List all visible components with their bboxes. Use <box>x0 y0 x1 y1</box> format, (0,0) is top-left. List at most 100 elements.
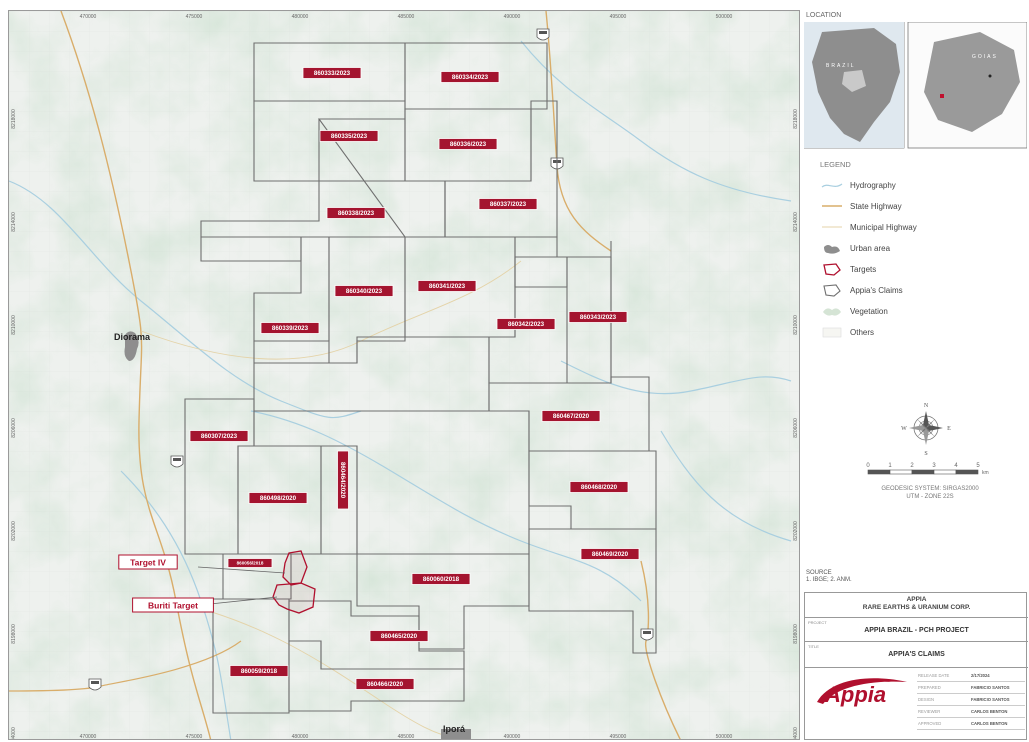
scale-tick-label: 1 <box>888 463 892 469</box>
x-coordinate-top: 475000 <box>186 14 203 20</box>
claim-label[interactable]: 860334/2023 <box>440 71 500 83</box>
x-coordinate-bottom: 480000 <box>292 734 309 740</box>
claim-label[interactable]: 860335/2023 <box>319 130 379 142</box>
field-value: FABRICIO SANTOS <box>971 685 1010 690</box>
goias-label: GOIAS <box>972 54 998 60</box>
x-coordinate-bottom: 500000 <box>716 734 733 740</box>
field-key: REVIEWER <box>918 709 941 714</box>
location-panel: LOCATION BRAZIL GOIAS <box>804 10 1027 160</box>
claim-boundaries[interactable] <box>184 42 657 714</box>
highway-shield-3 <box>170 455 184 468</box>
claim-label[interactable]: 860498/2020 <box>248 492 308 504</box>
location-title: LOCATION <box>806 12 842 19</box>
claim-label[interactable]: 860339/2023 <box>260 322 320 334</box>
scale-segment <box>889 469 913 475</box>
claim-label-text: 860337/2023 <box>490 201 527 208</box>
x-coordinate-top: 485000 <box>398 14 415 20</box>
claim-label[interactable]: 860469/2020 <box>580 548 640 560</box>
y-coordinate-left: 8198000 <box>11 624 17 644</box>
y-coordinate-left: 8206000 <box>11 418 17 438</box>
source-panel: SOURCE 1. IBGE; 2. ANM. <box>806 570 1026 592</box>
project-name: APPIA BRAZIL - PCH PROJECT <box>864 627 969 634</box>
legend-item-urban: Urban area <box>820 239 890 257</box>
legend-label: Vegetation <box>850 306 888 316</box>
compass-s: S <box>924 451 927 457</box>
claim-label[interactable]: 860340/2023 <box>334 285 394 297</box>
x-coordinate-top: 490000 <box>504 14 521 20</box>
claim-label[interactable]: 860056/2018 <box>227 558 273 568</box>
legend-item-vegetation: Vegetation <box>820 302 888 320</box>
claim-label[interactable]: 860333/2023 <box>302 67 362 79</box>
company-line-1: APPIA <box>906 596 927 603</box>
claim-label-text: 860060/2018 <box>423 576 460 583</box>
vegetation-icon <box>820 304 844 318</box>
target-label[interactable]: Buriti Target <box>132 597 214 613</box>
urban-area-ipora <box>441 729 471 739</box>
scale-unit: km <box>982 470 989 476</box>
claim-860334-2023[interactable] <box>404 42 548 110</box>
field-value: CARLOS BENTON <box>971 709 1008 714</box>
town-label: Diorama <box>114 332 151 342</box>
y-coordinate-right: 8206000 <box>793 418 799 438</box>
claim-labels: 860333/2023 860334/2023 860335/2023 860336/… <box>189 67 640 690</box>
inset-goias-region <box>924 32 1020 132</box>
legend-item-muni-hwy: Municipal Highway <box>820 218 917 236</box>
legend-item-hydro: Hydrography <box>820 176 896 194</box>
claim-label[interactable]: 860336/2023 <box>438 138 498 150</box>
coordinate-labels: 4700004700004750004750004800004800004850… <box>11 14 799 740</box>
claim-label-text: 860498/2020 <box>260 495 297 502</box>
claim-label[interactable]: 860343/2023 <box>568 311 628 323</box>
target-polygons[interactable] <box>272 550 316 614</box>
claim-label-text: 860335/2023 <box>331 133 368 140</box>
target-label-text: Target IV <box>130 558 166 568</box>
claim-860469-2020[interactable] <box>528 528 657 654</box>
compass-w: W <box>901 426 907 432</box>
main-map-canvas[interactable]: 860333/2023 860334/2023 860335/2023 860336/… <box>9 11 800 740</box>
claim-label[interactable]: 860341/2023 <box>417 280 477 292</box>
x-coordinate-bottom: 485000 <box>398 734 415 740</box>
claim-label[interactable]: 860465/2020 <box>369 630 429 642</box>
river-6 <box>660 430 792 542</box>
field-value: CARLOS BENTON <box>971 721 1008 726</box>
x-coordinate-top: 495000 <box>610 14 627 20</box>
claim-label[interactable]: 860059/2018 <box>229 665 289 677</box>
claim-label[interactable]: 860060/2018 <box>411 573 471 585</box>
claim-860466-2020[interactable] <box>288 640 465 712</box>
claim-860060-2018[interactable] <box>356 553 530 650</box>
compass-rose-icon <box>909 411 943 445</box>
scale-segment <box>933 469 957 475</box>
claim-label-text: 860056/2018 <box>237 561 264 566</box>
y-coordinate-left: 8210000 <box>11 315 17 335</box>
claim-860056-2018[interactable] <box>222 553 292 600</box>
main-map[interactable]: 860333/2023 860334/2023 860335/2023 860336/… <box>8 10 800 740</box>
claim-label[interactable]: 860468/2020 <box>569 481 629 493</box>
inset-project-marker <box>940 94 944 98</box>
location-inset: BRAZIL GOIAS <box>804 22 1027 149</box>
claim-label[interactable]: 860338/2023 <box>326 207 386 219</box>
hydro-icon <box>820 178 844 192</box>
scale-tick-label: 2 <box>910 463 914 469</box>
claim-label[interactable]: 860466/2020 <box>355 678 415 690</box>
claim-label[interactable]: 860342/2023 <box>496 318 556 330</box>
field-value: 2/17/2024 <box>971 673 990 678</box>
scale-tick-label: 0 <box>866 463 870 469</box>
claim-label[interactable]: 860467/2020 <box>541 410 601 422</box>
claim-label-text: 860468/2020 <box>581 484 618 491</box>
river-4 <box>560 360 792 395</box>
claim-860059-2018[interactable] <box>212 598 290 714</box>
claim-label-text: 860338/2023 <box>338 210 375 217</box>
target-label[interactable]: Target IV <box>118 554 178 570</box>
river-2 <box>250 410 642 602</box>
claim-label[interactable]: 860337/2023 <box>478 198 538 210</box>
claim-label[interactable]: 860307/2023 <box>189 430 249 442</box>
buriti-target-polygon[interactable] <box>272 582 316 614</box>
claim-label[interactable]: 860464/2020 <box>337 450 349 510</box>
appia-logo: Appia <box>811 674 911 710</box>
brazil-label: BRAZIL <box>826 63 856 69</box>
appia-logo-text: Appia <box>825 682 887 707</box>
scale-segment <box>955 469 979 475</box>
compass-rose: N S W E <box>901 403 951 457</box>
